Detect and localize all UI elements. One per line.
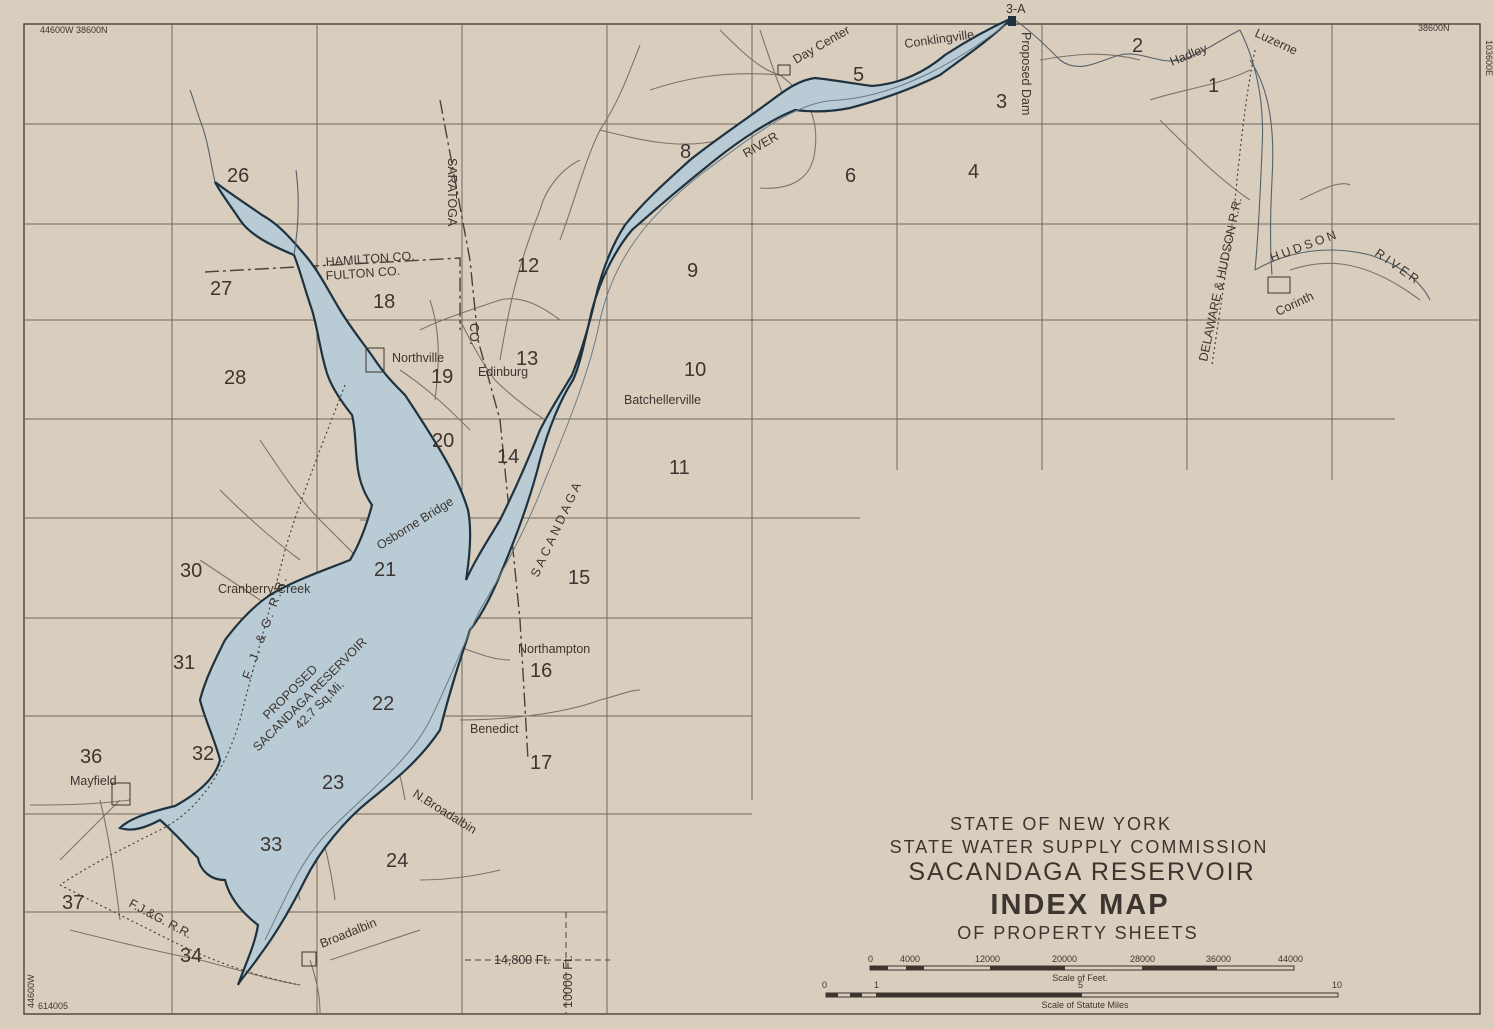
sheet-number: 36 bbox=[80, 746, 102, 768]
sheet-number: 31 bbox=[173, 652, 195, 674]
sheet-number: 3-A bbox=[1006, 2, 1026, 16]
coord-bottom-left-s: 614005 bbox=[38, 1001, 68, 1011]
sheet-number: 11 bbox=[669, 457, 690, 479]
scale-feet-tick: 20000 bbox=[1052, 954, 1077, 964]
scale-feet: 0 4000 12000 20000 28000 36000 44000 Sca… bbox=[868, 954, 1303, 983]
sheet-number: 10 bbox=[684, 359, 706, 381]
coord-top-left: 44600W 38600N bbox=[40, 25, 108, 35]
place-mayfield: Mayfield bbox=[70, 774, 117, 788]
sheet-number: 4 bbox=[968, 161, 979, 183]
scale-feet-tick: 28000 bbox=[1130, 954, 1155, 964]
title-state: STATE OF NEW YORK bbox=[950, 814, 1172, 834]
sheet-number: 26 bbox=[227, 165, 249, 187]
sacandaga-reservoir bbox=[117, 16, 1013, 986]
dimension-vertical: 10000 Ft. bbox=[561, 955, 575, 1008]
sheet-number: 27 bbox=[210, 278, 232, 300]
place-benedict: Benedict bbox=[470, 722, 519, 736]
title-commission: STATE WATER SUPPLY COMMISSION bbox=[890, 837, 1269, 857]
dimension-horizontal: 14,800 Ft. bbox=[494, 953, 550, 967]
scale-miles-label: Scale of Statute Miles bbox=[1041, 1000, 1129, 1010]
place-northampton: Northampton bbox=[518, 642, 590, 656]
sheet-number: 15 bbox=[568, 567, 590, 589]
title-property-sheets: OF PROPERTY SHEETS bbox=[957, 923, 1198, 943]
sheet-number: 9 bbox=[687, 260, 698, 282]
county-boundary bbox=[204, 99, 529, 761]
sheet-number: 37 bbox=[62, 892, 84, 914]
sheet-number: 14 bbox=[497, 446, 519, 468]
place-batchellerville: Batchellerville bbox=[624, 393, 701, 407]
streams bbox=[189, 17, 1431, 301]
sheet-number: 6 bbox=[845, 165, 856, 187]
scale-feet-tick: 44000 bbox=[1278, 954, 1303, 964]
sheet-number: 19 bbox=[431, 366, 453, 388]
sheet-number: 5 bbox=[853, 64, 864, 86]
coord-bottom-left-w: 44600W bbox=[26, 974, 36, 1008]
label-saratoga: SARATOGA bbox=[445, 158, 459, 227]
sheet-number: 34 bbox=[180, 945, 202, 967]
label-hamilton-co: HAMILTON CO. bbox=[325, 249, 415, 269]
scale-miles-tick: 1 bbox=[874, 980, 879, 990]
sheet-number: 24 bbox=[386, 850, 408, 872]
sheet-number: 2 bbox=[1132, 35, 1143, 57]
label-co: CO. bbox=[467, 323, 481, 345]
sheet-number: 32 bbox=[192, 743, 214, 765]
scale-miles-tick: 10 bbox=[1332, 980, 1342, 990]
place-edinburg: Edinburg bbox=[478, 365, 528, 379]
place-northville: Northville bbox=[392, 351, 444, 365]
sheet-number: 8 bbox=[680, 141, 691, 163]
sheet-number: 17 bbox=[530, 752, 552, 774]
sheet-number: 20 bbox=[432, 430, 454, 452]
sheet-number: 30 bbox=[180, 560, 202, 582]
scale-feet-label: Scale of Feet. bbox=[1052, 973, 1108, 983]
dimension-annotations: 14,800 Ft. 10000 Ft. bbox=[465, 912, 610, 1014]
sheet-number: 16 bbox=[530, 660, 552, 682]
sheet-number: 1 bbox=[1208, 75, 1219, 97]
scale-feet-tick: 0 bbox=[868, 954, 873, 964]
sheet-number: 33 bbox=[260, 834, 282, 856]
sheet-numbers: 1 2 3 3-A 4 5 6 8 9 10 11 12 13 14 15 16… bbox=[62, 2, 1219, 967]
place-proposed-dam: Proposed Dam bbox=[1019, 32, 1033, 115]
sheet-number: 21 bbox=[374, 559, 396, 581]
railroads bbox=[59, 49, 1256, 986]
sheet-number: 12 bbox=[517, 255, 539, 277]
title-index-map: INDEX MAP bbox=[990, 889, 1169, 921]
sheet-number: 18 bbox=[373, 291, 395, 313]
scale-miles-tick: 5 bbox=[1078, 980, 1083, 990]
sheet-number: 3 bbox=[996, 91, 1007, 113]
title-block: STATE OF NEW YORK STATE WATER SUPPLY COM… bbox=[890, 814, 1269, 943]
title-reservoir: SACANDAGA RESERVOIR bbox=[908, 858, 1255, 886]
dam-marker bbox=[1008, 16, 1016, 26]
sheet-number: 23 bbox=[322, 772, 344, 794]
old-river-channel bbox=[264, 24, 1006, 941]
coord-top-right-n: 38600N bbox=[1418, 23, 1450, 33]
scale-feet-tick: 36000 bbox=[1206, 954, 1231, 964]
label-fulton-co: FULTON CO. bbox=[325, 264, 400, 283]
coord-top-right-w: 103600E bbox=[1484, 40, 1494, 76]
sheet-number: 28 bbox=[224, 367, 246, 389]
scale-miles: 0 1 5 10 Scale of Statute Miles bbox=[822, 980, 1342, 1010]
village-blocks bbox=[111, 64, 1291, 967]
sheet-number: 13 bbox=[516, 348, 538, 370]
scale-feet-tick: 12000 bbox=[975, 954, 1000, 964]
place-cranberry-creek: Cranberry Creek bbox=[218, 582, 311, 596]
sheet-number: 22 bbox=[372, 693, 394, 715]
scale-miles-tick: 0 bbox=[822, 980, 827, 990]
scale-feet-tick: 4000 bbox=[900, 954, 920, 964]
